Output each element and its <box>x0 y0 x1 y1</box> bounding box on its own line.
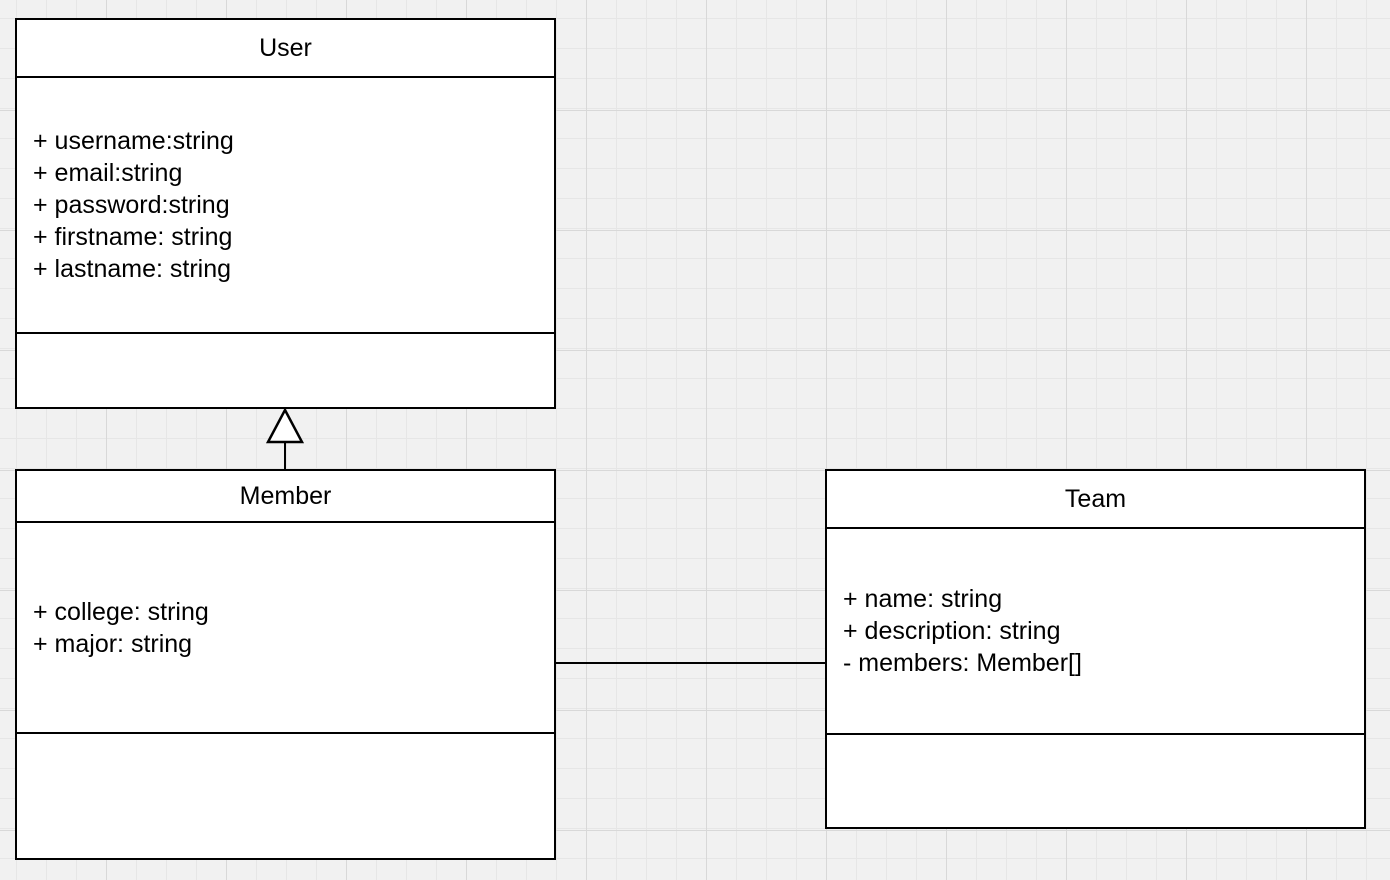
attribute-line: + lastname: string <box>33 255 232 283</box>
attribute-line: + username:string <box>33 127 234 155</box>
attribute-line: + major: string <box>33 629 193 658</box>
attribute-line: + college: string <box>33 597 209 626</box>
methods-compartment <box>17 334 554 407</box>
attribute-line: + email:string <box>33 159 183 187</box>
attribute-line: + password:string <box>33 191 230 219</box>
generalization-edge[interactable] <box>284 442 286 470</box>
association-edge[interactable] <box>556 662 825 664</box>
generalization-arrowhead-icon[interactable] <box>266 408 304 444</box>
attribute-line: + description: string <box>843 617 1061 645</box>
methods-compartment <box>17 734 554 858</box>
methods-compartment <box>827 735 1364 827</box>
attribute-line: - members: Member[] <box>843 649 1082 677</box>
class-title: Team <box>827 471 1364 529</box>
class-title: Member <box>17 471 554 523</box>
attribute-line: + name: string <box>843 585 1003 613</box>
class-title: User <box>17 20 554 78</box>
class-box-member[interactable]: Member + college: string + major: string <box>15 469 556 860</box>
class-box-user[interactable]: User + username:string + email:string + pa… <box>15 18 556 409</box>
attributes-compartment: + username:string + email:string + passwor… <box>17 78 554 334</box>
attribute-line: + firstname: string <box>33 223 233 251</box>
class-box-team[interactable]: Team + name: string + description: string… <box>825 469 1366 829</box>
attributes-compartment: + college: string + major: string <box>17 523 554 734</box>
attributes-compartment: + name: string + description: string - mem… <box>827 529 1364 735</box>
